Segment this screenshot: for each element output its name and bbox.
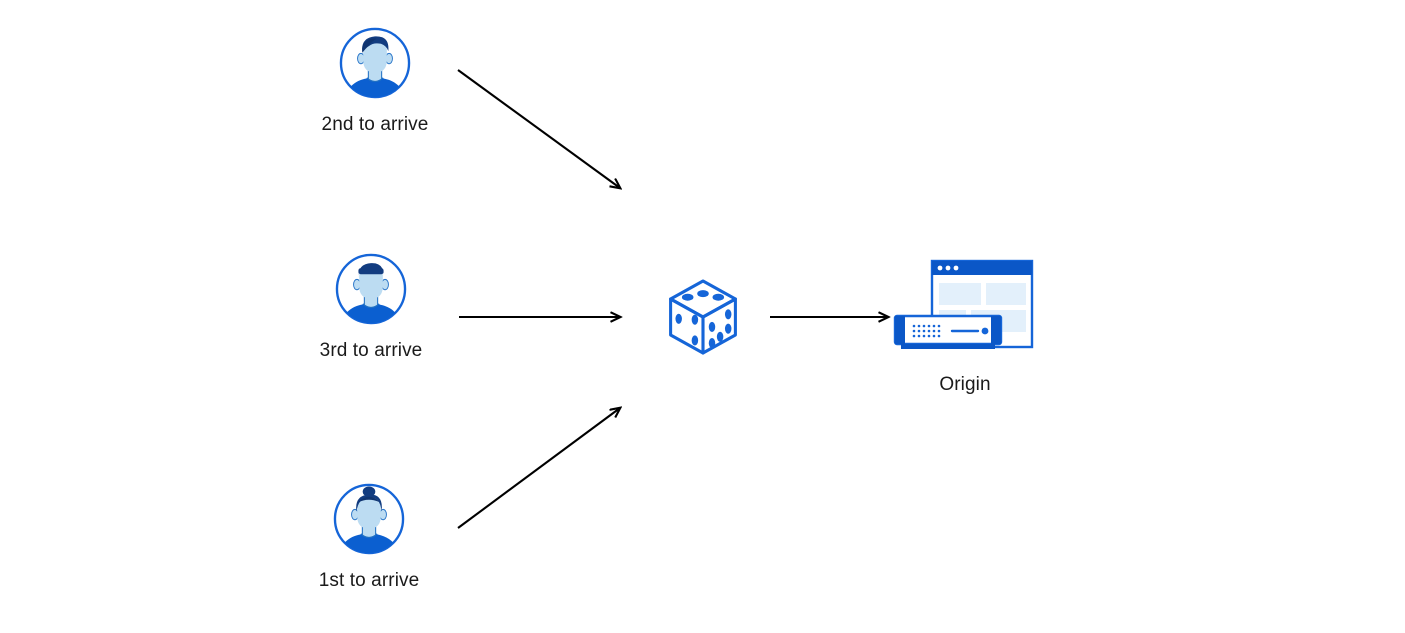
node-label-visitor-1st: 1st to arrive [318,570,420,591]
node-label-origin: Origin [939,374,991,395]
node-visitor-1st: 1st to arrive [256,482,482,593]
node-randomizer [658,272,748,362]
node-label-visitor-3rd: 3rd to arrive [319,340,423,361]
node-origin: Origin [890,256,1040,397]
node-label-visitor-2nd: 2nd to arrive [321,114,429,135]
user-avatar-icon [338,26,412,100]
node-visitor-3rd: 3rd to arrive [258,252,484,363]
arrow-1st-to-dice [457,408,620,529]
user-avatar-icon [334,252,408,326]
dice-icon [658,272,748,362]
server-device [893,314,1003,349]
origin-server-icon [890,256,1040,360]
user-avatar-icon [332,482,406,556]
node-visitor-2nd: 2nd to arrive [262,26,488,137]
